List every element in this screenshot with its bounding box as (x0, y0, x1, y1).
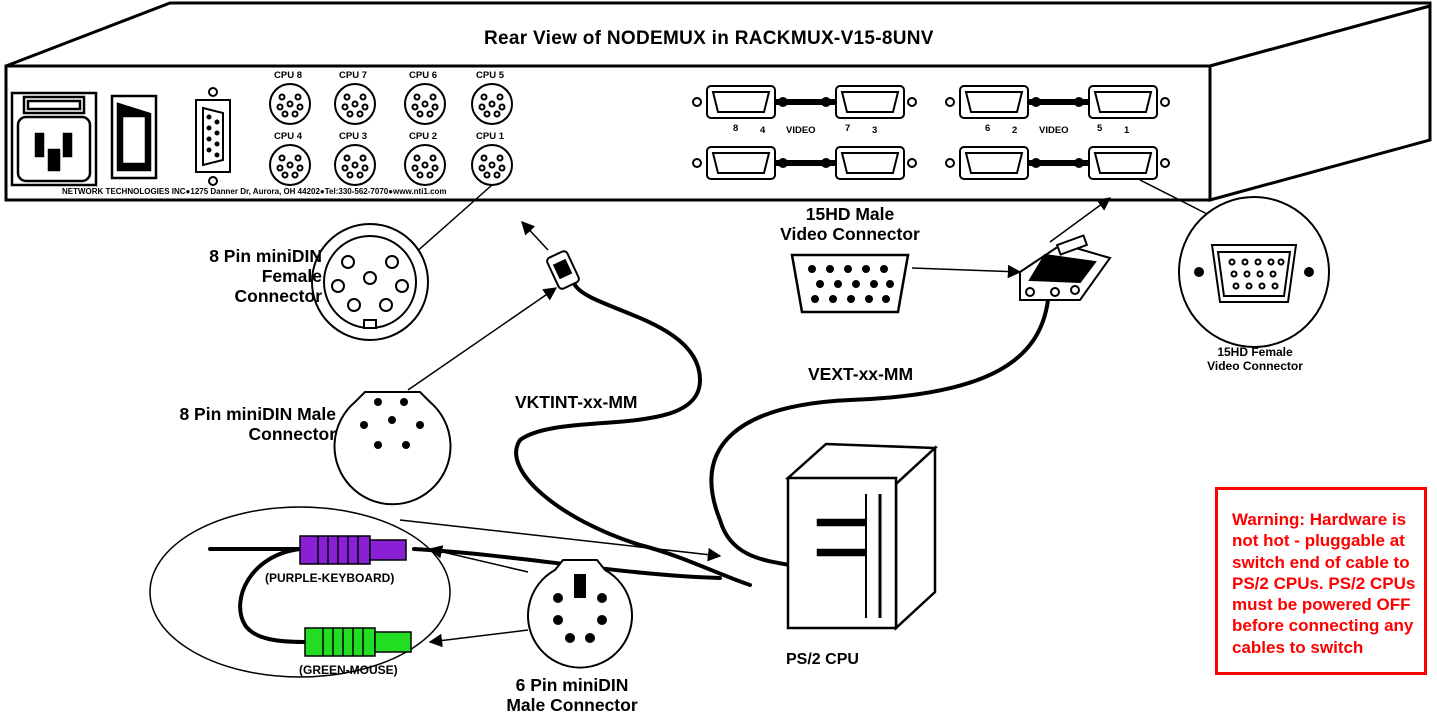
cpu-label-8: CPU 8 (274, 70, 302, 81)
video-port-2 (945, 146, 1041, 180)
minidin8-male-connector (333, 391, 452, 506)
cpu-port-2 (404, 144, 446, 186)
cpu-label-4: CPU 4 (274, 131, 302, 142)
cpu-port-1 (471, 144, 513, 186)
cpu-ports (269, 83, 513, 186)
video-num-6: 6 (985, 123, 991, 134)
video-port-3 (821, 146, 917, 180)
manufacturer-footer: NETWORK TECHNOLOGIES INC●1275 Danner Dr,… (62, 187, 447, 196)
video-num-4: 4 (760, 125, 766, 136)
video-port-8 (692, 85, 788, 119)
ps2-plugs-oval (149, 506, 451, 678)
cpu-port-7 (334, 83, 376, 125)
hd15-male-connector (790, 253, 910, 314)
warning-text: Warning: Hardware is not hot - pluggable… (1232, 510, 1416, 657)
label-6pin-male: 6 Pin miniDIN Male Connector (506, 675, 638, 716)
video-num-5: 5 (1097, 123, 1103, 134)
cpu-label-1: CPU 1 (476, 131, 504, 142)
cpu-port-3 (334, 144, 376, 186)
label-hd15-male: 15HD Male Video Connector (780, 204, 920, 245)
cpu-label-5: CPU 5 (476, 70, 504, 81)
power-inlet (10, 91, 98, 187)
diagram-title: Rear View of NODEMUX in RACKMUX-V15-8UNV (484, 28, 934, 49)
video-label-a: VIDEO (786, 125, 816, 136)
label-8pin-female: 8 Pin miniDIN Female Connector (209, 246, 322, 307)
cpu-port-4 (269, 144, 311, 186)
keyboard-plug-icon (299, 535, 407, 565)
label-green-mouse: (GREEN-MOUSE) (299, 663, 398, 677)
serial-port (195, 87, 231, 186)
video-ports (692, 85, 1170, 180)
video-num-7: 7 (845, 123, 851, 134)
label-hd15-female: 15HD Female Video Connector (1207, 345, 1303, 373)
video-port-1 (1074, 146, 1170, 180)
video-port-6 (945, 85, 1041, 119)
cpu-label-3: CPU 3 (339, 131, 367, 142)
mouse-plug-icon (304, 627, 412, 657)
cpu-port-8 (269, 83, 311, 125)
video-num-8: 8 (733, 123, 739, 134)
label-vktint-cable: VKTINT-xx-MM (515, 392, 638, 412)
video-label-b: VIDEO (1039, 125, 1069, 136)
rack-unit (4, 1, 1432, 202)
cpu-label-7: CPU 7 (339, 70, 367, 81)
warning-box (1215, 487, 1427, 675)
cpu-port-6 (404, 83, 446, 125)
video-num-1: 1 (1124, 125, 1130, 136)
vext-plug (1019, 234, 1112, 301)
cpu-label-2: CPU 2 (409, 131, 437, 142)
power-switch (110, 94, 158, 180)
minidin6-male-connector (527, 559, 633, 669)
label-ps2-cpu: PS/2 CPU (786, 651, 859, 668)
hd15-female-connector (1178, 196, 1330, 348)
vktint-plug (546, 250, 580, 290)
cpu-label-6: CPU 6 (409, 70, 437, 81)
video-port-5 (1074, 85, 1170, 119)
video-num-2: 2 (1012, 125, 1018, 136)
cpu-port-5 (471, 83, 513, 125)
label-purple-keyboard: (PURPLE-KEYBOARD) (265, 571, 395, 585)
ps2-cpu-tower-icon (784, 442, 939, 631)
video-port-4 (692, 146, 788, 180)
video-num-3: 3 (872, 125, 878, 136)
label-vext-cable: VEXT-xx-MM (808, 364, 914, 384)
callout-lines (399, 179, 1216, 648)
label-8pin-male: 8 Pin miniDIN Male Connector (179, 404, 336, 445)
minidin8-female-connector (311, 223, 429, 341)
